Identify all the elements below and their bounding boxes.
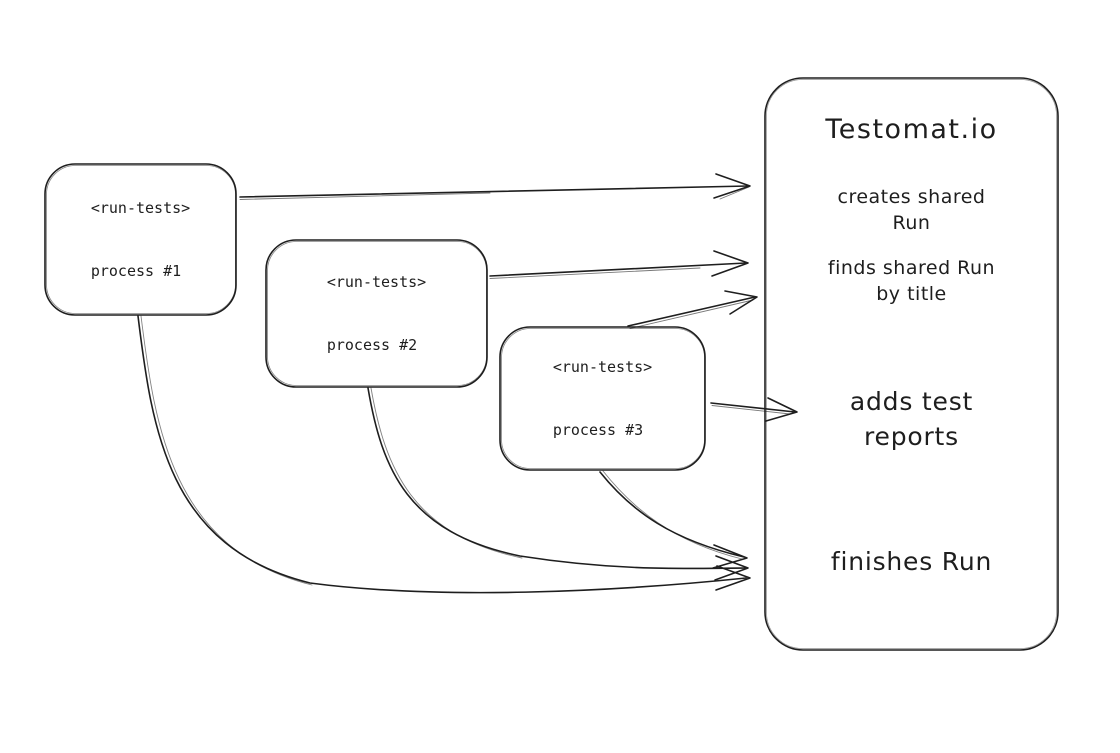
testomat-box [764,77,1059,651]
arrow-process3-finishes-run [599,470,748,569]
testomat-box-sketch [766,79,1057,649]
arrow-process2-finds-run [489,250,749,279]
arrow-process3-finds-run [627,290,758,329]
process-1-box-sketch [46,165,236,314]
arrow-process2-finishes-run [367,387,749,581]
process-2-box-sketch [267,241,487,386]
arrow-process1-finishes-run [137,315,751,594]
process-2-box [265,239,488,388]
arrow-process1-creates-run [239,173,751,200]
process-1-box [44,163,237,316]
process-3-box [499,326,706,471]
arrow-process3-adds-reports [710,397,798,422]
process-3-box-sketch [501,328,705,469]
